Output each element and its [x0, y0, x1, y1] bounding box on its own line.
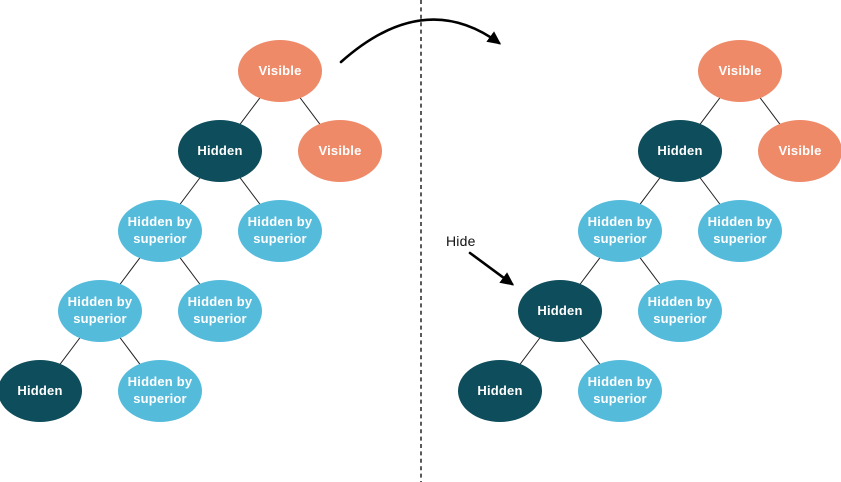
tree-node-hidden: Hidden — [638, 120, 722, 182]
tree-node-hidden-by-superior: Hidden by superior — [238, 200, 322, 262]
tree-node-hidden-by-superior: Hidden by superior — [578, 360, 662, 422]
tree-node-hidden: Hidden — [0, 360, 82, 422]
transform-arrow — [339, 18, 502, 64]
tree-node-hidden-by-superior: Hidden by superior — [698, 200, 782, 262]
tree-node-hidden: Hidden — [458, 360, 542, 422]
tree-node-hidden-by-superior: Hidden by superior — [58, 280, 142, 342]
tree-node-hidden-by-superior: Hidden by superior — [118, 360, 202, 422]
tree-node-newly-hidden: Hidden — [518, 280, 602, 342]
tree-node-visible: Visible — [758, 120, 841, 182]
hide-annotation-label: Hide — [446, 233, 476, 249]
tree-node-root-visible: Visible — [238, 40, 322, 102]
tree-node-visible: Visible — [298, 120, 382, 182]
tree-node-hidden-by-superior: Hidden by superior — [578, 200, 662, 262]
tree-node-root-visible: Visible — [698, 40, 782, 102]
hide-arrow — [468, 251, 515, 286]
tree-node-hidden: Hidden — [178, 120, 262, 182]
tree-node-hidden-by-superior: Hidden by superior — [118, 200, 202, 262]
tree-node-hidden-by-superior: Hidden by superior — [638, 280, 722, 342]
tree-node-hidden-by-superior: Hidden by superior — [178, 280, 262, 342]
